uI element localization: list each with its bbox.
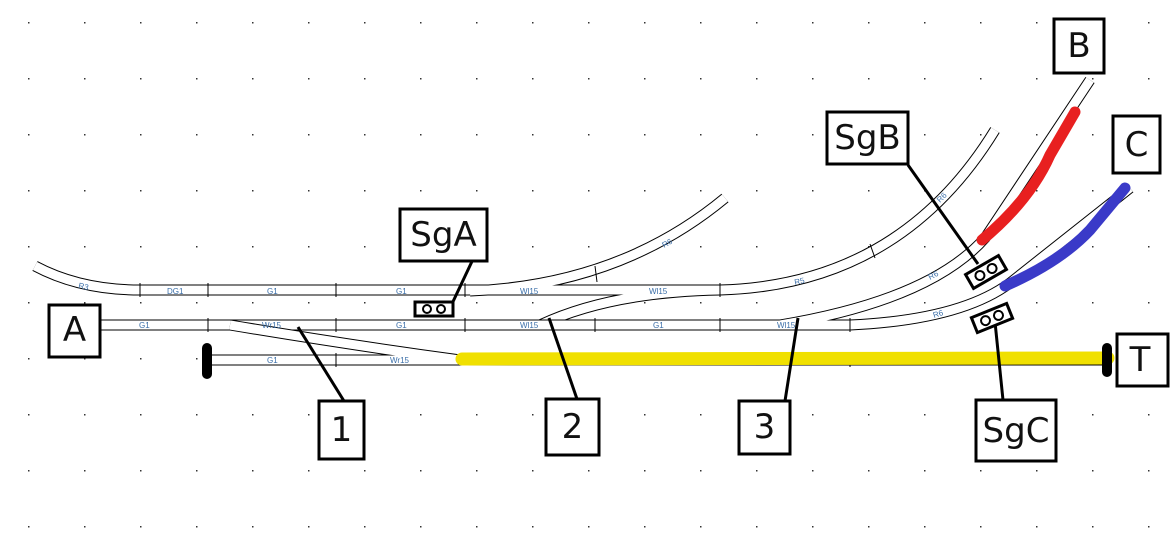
buffer-stop-left: [202, 343, 212, 379]
label-wl15: Wl15: [520, 287, 539, 296]
signal-label-sgc: SgC: [974, 398, 1058, 463]
signal-label-sgb: SgB: [825, 110, 910, 166]
callout-pointers: [296, 164, 1005, 402]
label-wr15: Wr15: [390, 356, 410, 365]
label-wl15: Wl15: [777, 321, 796, 330]
label-g1: G1: [396, 287, 407, 296]
svg-text:A: A: [63, 310, 86, 350]
svg-text:2: 2: [562, 407, 584, 447]
label-wl15: Wl15: [520, 321, 539, 330]
track-labels: R3 DG1 G1 G1 Wl15 Wl15 R6 R5 R6 G1 Wr15 …: [78, 190, 949, 365]
svg-text:SgC: SgC: [983, 411, 1050, 451]
switch-callout-2: 2: [544, 397, 601, 457]
endpoint-t: T: [1115, 332, 1170, 388]
route-t-highlight: [455, 351, 1115, 366]
label-r3: R3: [78, 281, 90, 292]
label-wl15: Wl15: [649, 287, 668, 296]
track-top: [32, 127, 1000, 330]
label-g1: G1: [396, 321, 407, 330]
label-g1: G1: [267, 287, 278, 296]
label-g1: G1: [139, 321, 150, 330]
switch-callout-3: 3: [737, 399, 792, 456]
route-c-highlight: [999, 182, 1131, 292]
label-r6: R6: [932, 308, 945, 320]
label-dg1: DG1: [167, 287, 184, 296]
signal-label-sga: SgA: [398, 207, 489, 263]
signal-sga-icon[interactable]: [413, 300, 455, 318]
label-r6: R6: [927, 269, 941, 282]
signal-sgc-icon[interactable]: [969, 301, 1015, 335]
endpoint-b: B: [1052, 17, 1106, 75]
label-wr15: Wr15: [262, 321, 282, 330]
svg-text:SgB: SgB: [834, 118, 901, 158]
svg-text:SgA: SgA: [410, 215, 476, 255]
svg-text:1: 1: [331, 410, 353, 450]
label-g1: G1: [267, 356, 278, 365]
buffer-stop-right: [1102, 343, 1112, 377]
svg-text:3: 3: [754, 407, 776, 447]
svg-text:T: T: [1129, 340, 1151, 380]
route-b-highlight: [976, 106, 1081, 246]
endpoint-a: A: [47, 303, 102, 359]
signal-sgb-icon[interactable]: [963, 253, 1009, 291]
switch-callout-1: 1: [317, 399, 366, 461]
endpoint-c: C: [1111, 114, 1162, 175]
label-g1: G1: [653, 321, 664, 330]
svg-text:C: C: [1125, 125, 1149, 165]
svg-text:B: B: [1067, 26, 1090, 66]
label-r5: R5: [794, 276, 806, 287]
